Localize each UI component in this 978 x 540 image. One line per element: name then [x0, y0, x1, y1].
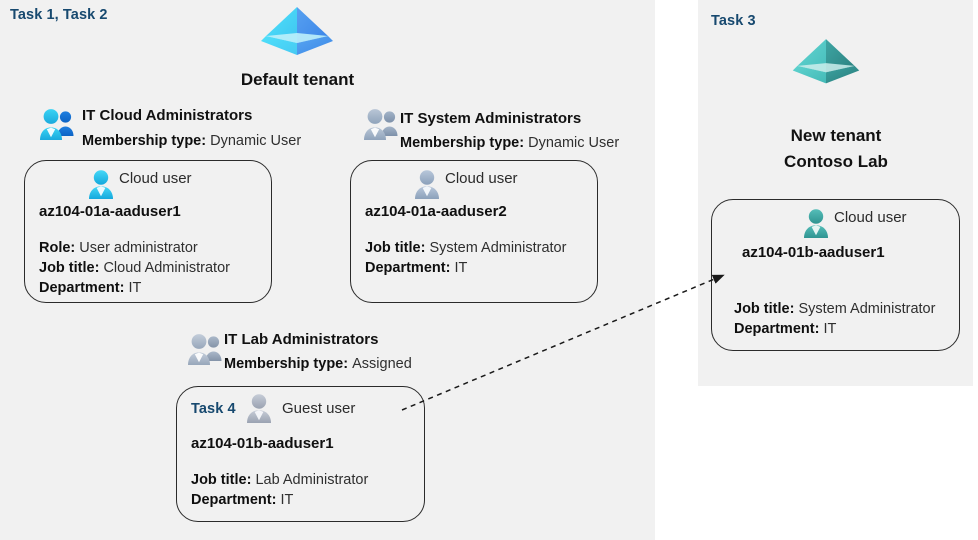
attr-value: IT: [280, 492, 294, 508]
attr-label: Job title:: [191, 472, 256, 488]
attr-value: IT: [128, 280, 142, 296]
default-tenant-name: Default tenant: [240, 70, 355, 89]
new-tenant-name-line2: Contoso Lab: [784, 152, 888, 171]
user-card-aaduser1[interactable]: Cloud user az104-01a-aaduser1 Role: User…: [24, 160, 272, 303]
attr-label: Job title:: [365, 240, 430, 256]
attr-label: Department:: [191, 492, 281, 508]
user-name: az104-01a-aaduser2: [365, 203, 507, 220]
attr-label: Job title:: [39, 260, 104, 276]
attr-label: Department:: [365, 260, 455, 276]
group-3-membership: Membership type: Assigned: [224, 356, 412, 372]
user-attr-job-title: Job title: Lab Administrator: [191, 472, 368, 488]
group-2-membership-label: Membership type:: [400, 135, 529, 151]
guest-user-icon: [245, 393, 273, 425]
user-card-guest-aaduser1[interactable]: Task 4 Guest user az104-01b-aaduser1 Job…: [176, 386, 425, 522]
group-users-icon: [38, 108, 78, 144]
attr-label: Department:: [39, 280, 129, 296]
user-kind-label: Cloud user: [834, 209, 907, 226]
user-attr-department: Department: IT: [39, 280, 141, 296]
new-tenant-name-line1: New tenant: [790, 126, 882, 145]
cloud-user-icon: [413, 169, 441, 201]
user-kind-label: Guest user: [282, 400, 356, 417]
attr-value: System Administrator: [429, 240, 567, 256]
attr-value: Lab Administrator: [255, 472, 369, 488]
task-label-4: Task 4: [191, 401, 236, 417]
user-card-aaduser2[interactable]: Cloud user az104-01a-aaduser2 Job title:…: [350, 160, 598, 303]
group-3-membership-value: Assigned: [352, 356, 412, 372]
user-kind-label: Cloud user: [445, 170, 518, 187]
user-attr-department: Department: IT: [191, 492, 293, 508]
group-3-name: IT Lab Administrators: [224, 331, 379, 348]
attr-value: User administrator: [79, 240, 198, 256]
task-label-3: Task 3: [711, 13, 756, 29]
user-name: az104-01a-aaduser1: [39, 203, 181, 220]
group-2-membership: Membership type: Dynamic User: [400, 135, 619, 151]
group-users-icon: [186, 333, 226, 369]
group-1-name: IT Cloud Administrators: [82, 107, 253, 124]
azure-ad-tenant-icon: [258, 3, 336, 65]
user-card-new-tenant-aaduser1[interactable]: Cloud user az104-01b-aaduser1 Job title:…: [711, 199, 960, 351]
group-3-membership-label: Membership type:: [224, 356, 353, 372]
user-name: az104-01b-aaduser1: [742, 244, 885, 261]
group-users-icon: [362, 108, 402, 144]
user-attr-job-title: Job title: Cloud Administrator: [39, 260, 230, 276]
user-attr-department: Department: IT: [365, 260, 467, 276]
user-attr-department: Department: IT: [734, 321, 836, 337]
attr-value: IT: [823, 321, 837, 337]
group-1-membership: Membership type: Dynamic User: [82, 133, 301, 149]
attr-label: Department:: [734, 321, 824, 337]
user-attr-job-title: Job title: System Administrator: [365, 240, 566, 256]
task-label-1-2: Task 1, Task 2: [10, 7, 108, 23]
attr-value: System Administrator: [798, 301, 936, 317]
cloud-user-icon: [802, 208, 830, 240]
user-name: az104-01b-aaduser1: [191, 435, 334, 452]
attr-value: IT: [454, 260, 468, 276]
cloud-user-icon: [87, 169, 115, 201]
group-1-membership-value: Dynamic User: [210, 133, 302, 149]
group-1-membership-label: Membership type:: [82, 133, 211, 149]
group-2-name: IT System Administrators: [400, 110, 582, 127]
attr-label: Job title:: [734, 301, 799, 317]
attr-value: Cloud Administrator: [103, 260, 230, 276]
azure-ad-tenant-icon: [790, 35, 862, 93]
attr-label: Role:: [39, 240, 80, 256]
user-kind-label: Cloud user: [119, 170, 192, 187]
user-attr-job-title: Job title: System Administrator: [734, 301, 935, 317]
group-2-membership-value: Dynamic User: [528, 135, 620, 151]
user-attr-role: Role: User administrator: [39, 240, 198, 256]
